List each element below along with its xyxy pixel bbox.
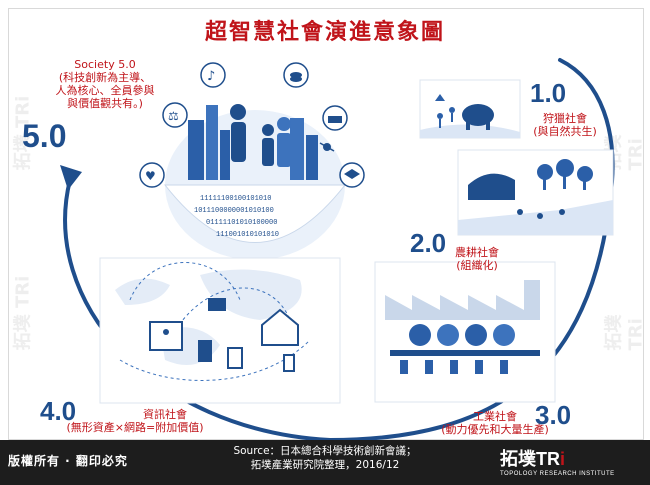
hunting-society-panel [419,79,521,139]
logo-cn: 拓墣 [500,449,536,469]
society5-name: Society 5.0 [74,58,136,71]
factory-icon [322,105,348,131]
industrial-desc: (動力優先和大量生產) [441,423,549,436]
agrarian-desc: (組織化) [456,259,498,272]
copyright-notice: 版權所有 · 翻印必究 [8,454,128,468]
hunting-desc: (與自然共生) [533,125,597,138]
source-note: Source：日本總合科學技術創新會議； 拓墣產業研究院整理，2016/12 [175,444,475,472]
hunting-number: 1.0 [530,78,567,108]
society5-label: Society 5.0 (科技創新為主導、 人為核心、全員參與 與價值觀共有。) [40,58,170,110]
binary-line-2: 1011100000001010100 [194,207,274,215]
drone-icon [319,142,335,152]
source-line-2: 拓墣產業研究院整理，2016/12 [250,459,400,471]
society5-number: 5.0 [22,118,67,154]
source-line-1: Source：日本總合科學技術創新會議； [233,445,417,457]
graduation-cap-icon [339,162,365,188]
topology-logo: 拓墣TRi TOPOLOGY RESEARCH INSTITUTE [500,445,615,477]
binary-line-4: 111001010101010 [216,231,279,239]
footer-bar [0,440,650,485]
society5-desc-line-2: 人為核心、全員參與 [55,84,155,97]
information-society-panel [99,257,341,404]
agrarian-society-panel [457,149,614,236]
page-title: 超智慧社會演進意象圖 [204,19,445,45]
binary-line-3: 01111101010100000 [206,219,277,227]
logo-i: i [560,449,566,469]
society5-globe: 11111100100101010 1011100000001010100 01… [163,104,347,260]
cycle-arrowhead [60,165,82,190]
society5-desc-line-3: 與價值觀共有。) [67,97,143,110]
information-number: 4.0 [40,396,77,426]
heart-icon: ♥ [139,162,165,188]
music-icon: ♪ [200,62,226,88]
information-name: 資訊社會 [143,408,187,421]
svg-text:♥: ♥ [145,169,156,183]
agrarian-label: 農耕社會 (組織化) [442,246,512,272]
binary-line-1: 11111100100101010 [200,195,271,203]
coins-icon [283,62,309,88]
industrial-label: 工業社會 (動力優先和大量生產) [430,410,560,436]
industrial-number: 3.0 [535,400,572,430]
agrarian-number: 2.0 [410,228,447,258]
information-desc: (無形資產×網路=附加價值) [66,421,204,434]
society5-desc-line-1: (科技創新為主導、 [58,71,152,84]
logo-en: TR [536,449,560,469]
hunting-name: 狩獵社會 [543,112,587,125]
hunting-label: 狩獵社會 (與自然共生) [520,112,610,138]
svg-text:♪: ♪ [207,69,215,84]
logo-subtitle: TOPOLOGY RESEARCH INSTITUTE [500,471,615,477]
agrarian-name: 農耕社會 [455,246,499,259]
industrial-name: 工業社會 [473,410,517,423]
svg-text:⚖: ⚖ [168,109,179,123]
industrial-society-panel [374,261,556,403]
information-label: 資訊社會 (無形資產×網路=附加價值) [40,408,230,434]
scales-icon: ⚖ [162,102,188,128]
